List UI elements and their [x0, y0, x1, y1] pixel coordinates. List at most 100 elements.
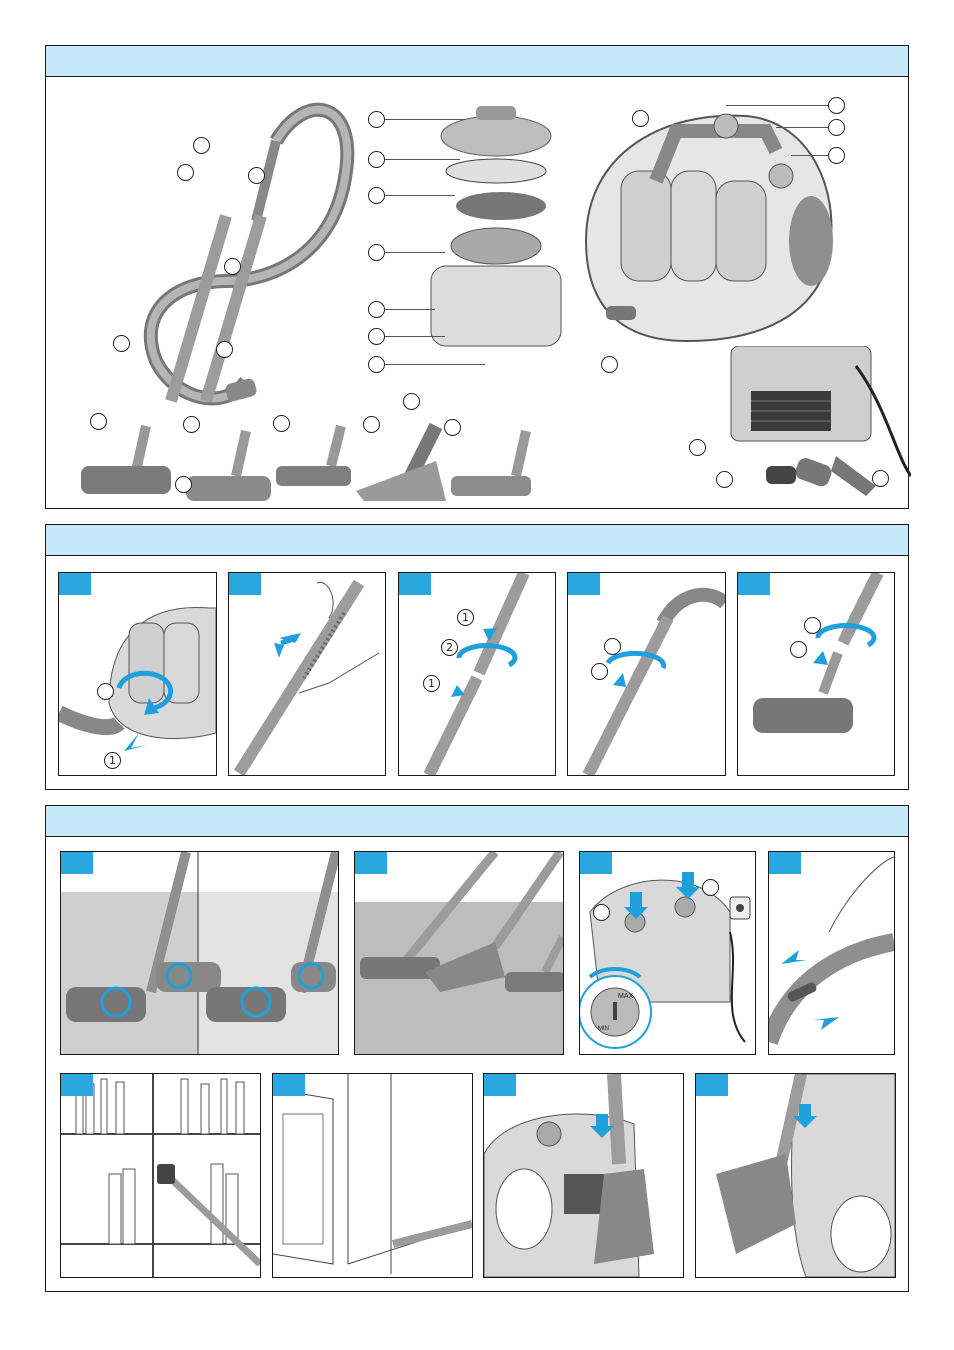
- floor-nozzle-2: [186, 431, 271, 501]
- vacuum-body-illustration: [566, 91, 846, 351]
- leader-line: [385, 252, 445, 253]
- use-step-park-front-panel: [695, 1073, 896, 1278]
- callout-circle: [872, 470, 889, 487]
- use-step-floor-switch-panel: [60, 851, 339, 1055]
- telescopic-tube-illustration: [229, 573, 385, 775]
- callout-circle: [97, 683, 114, 700]
- callout-circle: [444, 419, 461, 436]
- step-tab: [229, 573, 261, 595]
- callout-circle: [248, 167, 265, 184]
- step-tab: [273, 1074, 305, 1096]
- crevice-corner-illustration: [273, 1074, 472, 1277]
- assembly-step-5-panel: [737, 572, 895, 776]
- callout-circle: [368, 356, 385, 373]
- park-position-side-illustration: [484, 1074, 683, 1277]
- overview-section: [45, 45, 909, 509]
- step-tab: [355, 852, 387, 874]
- callout-circle: [183, 416, 200, 433]
- callout-circle: [689, 439, 706, 456]
- parquet-nozzle: [451, 431, 531, 496]
- leader-line: [791, 155, 828, 156]
- use-section: MAX MIN: [45, 805, 909, 1292]
- leader-line: [776, 127, 828, 128]
- callout-circle: [368, 328, 385, 345]
- hard-floor-nozzle: [276, 426, 351, 486]
- step-tab: [59, 573, 91, 595]
- callout-circle: [216, 341, 233, 358]
- callout-circle: [193, 137, 210, 154]
- callout-circle: [828, 97, 845, 114]
- floor-switch-illustration: [61, 852, 338, 1054]
- use-step-power-dial-panel: MAX MIN: [579, 851, 756, 1055]
- callout-circle: [368, 301, 385, 318]
- callout-circle: [604, 638, 621, 655]
- overview-header-band: [46, 46, 908, 77]
- turbo-nozzle: [356, 426, 446, 501]
- callout-circle: [90, 413, 107, 430]
- step-tab: [580, 852, 612, 874]
- step-tab: [568, 573, 600, 595]
- callout-circle: [702, 879, 719, 896]
- callout-circle: [175, 476, 192, 493]
- use-step-crevice-panel: [272, 1073, 473, 1278]
- assembly-step-3-panel: 1 2 1: [398, 572, 556, 776]
- leader-line: [385, 195, 455, 196]
- callout-circle: [804, 617, 821, 634]
- leader-line: [385, 119, 465, 120]
- callout-circle: [177, 164, 194, 181]
- callout-number: 1: [457, 609, 474, 626]
- leader-line: [385, 364, 485, 365]
- callout-circle: [632, 110, 649, 127]
- leader-line: [726, 105, 828, 106]
- step-tab: [61, 852, 93, 874]
- power-control-illustration: MAX MIN: [580, 852, 755, 1054]
- use-step-park-side-panel: [483, 1073, 684, 1278]
- callout-circle: [828, 119, 845, 136]
- assembly-step-1-panel: 1: [58, 572, 217, 776]
- brush-nozzle: [766, 456, 834, 489]
- attach-nozzle-illustration: [738, 573, 894, 775]
- callout-circle: [273, 415, 290, 432]
- bookshelf-illustration: [61, 1074, 260, 1277]
- callout-circle: [591, 663, 608, 680]
- use-header-band: [46, 806, 908, 837]
- callout-number: 1: [104, 752, 121, 769]
- step-tab: [696, 1074, 728, 1096]
- callout-number: 2: [441, 639, 458, 656]
- callout-circle: [403, 393, 420, 410]
- callout-circle: [224, 258, 241, 275]
- dial-max-label: MAX: [618, 993, 634, 1000]
- callout-circle: [828, 147, 845, 164]
- callout-number: 1: [423, 675, 440, 692]
- callout-circle: [368, 187, 385, 204]
- callout-circle: [790, 641, 807, 658]
- callout-circle: [716, 471, 733, 488]
- step-tab: [738, 573, 770, 595]
- crevice-nozzle: [831, 456, 876, 496]
- callout-circle: [368, 151, 385, 168]
- callout-circle: [368, 111, 385, 128]
- leader-line: [385, 336, 445, 337]
- hose-connect-illustration: [59, 573, 216, 775]
- assembly-step-2-panel: [228, 572, 386, 776]
- floor-nozzle-1: [81, 426, 171, 494]
- leader-line: [385, 159, 460, 160]
- callout-circle: [601, 356, 618, 373]
- callout-circle: [363, 416, 380, 433]
- assembly-header-band: [46, 525, 908, 556]
- assembly-section: 1 1 2 1: [45, 524, 909, 790]
- use-step-nozzles-panel: [354, 851, 564, 1055]
- use-step-bookshelf-panel: [60, 1073, 261, 1278]
- dial-min-label: MIN: [598, 1026, 609, 1032]
- callout-circle: [113, 335, 130, 352]
- power-plug-icon: [730, 897, 750, 919]
- join-tubes-illustration: [399, 573, 555, 775]
- assembly-step-4-panel: [567, 572, 726, 776]
- leader-line: [385, 309, 435, 310]
- step-tab: [61, 1074, 93, 1096]
- step-tab: [484, 1074, 516, 1096]
- step-tab: [769, 852, 801, 874]
- park-position-front-illustration: [696, 1074, 895, 1277]
- use-step-handle-slider-panel: [768, 851, 895, 1055]
- callout-circle: [368, 244, 385, 261]
